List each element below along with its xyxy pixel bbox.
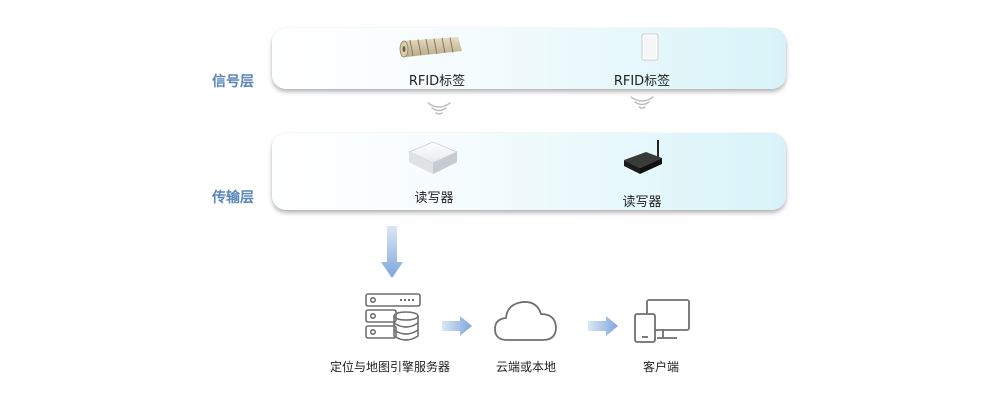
- rfid-card-tag-icon: [641, 33, 659, 61]
- cloud-label: 云端或本地: [495, 360, 557, 374]
- right-arrow-icon: [442, 316, 472, 336]
- cloud-icon: [494, 301, 557, 341]
- signal-layer-band: [272, 28, 786, 89]
- server-database-icon: [365, 293, 421, 341]
- rfid-reader-black-icon: [624, 140, 662, 174]
- client-devices-icon: [634, 299, 690, 343]
- signal-layer-label: 信号层: [212, 74, 254, 90]
- transport-layer-band: [272, 133, 786, 210]
- right-arrow-icon: [588, 316, 618, 336]
- transport-layer-label: 传输层: [212, 190, 254, 206]
- down-arrow-icon: [381, 226, 403, 278]
- rfid-tag-label: RFID标签: [408, 74, 466, 89]
- wireless-signal-icon: [427, 102, 451, 115]
- rfid-tag-roll-icon: [399, 37, 462, 58]
- rfid-reader-white-icon: [408, 141, 458, 174]
- server-label: 定位与地图引擎服务器: [329, 360, 451, 374]
- reader-label: 读写器: [414, 191, 454, 206]
- client-label: 客户端: [642, 360, 680, 374]
- reader-label: 读写器: [622, 195, 662, 210]
- wireless-signal-icon: [630, 96, 654, 109]
- rfid-tag-label: RFID标签: [613, 74, 671, 89]
